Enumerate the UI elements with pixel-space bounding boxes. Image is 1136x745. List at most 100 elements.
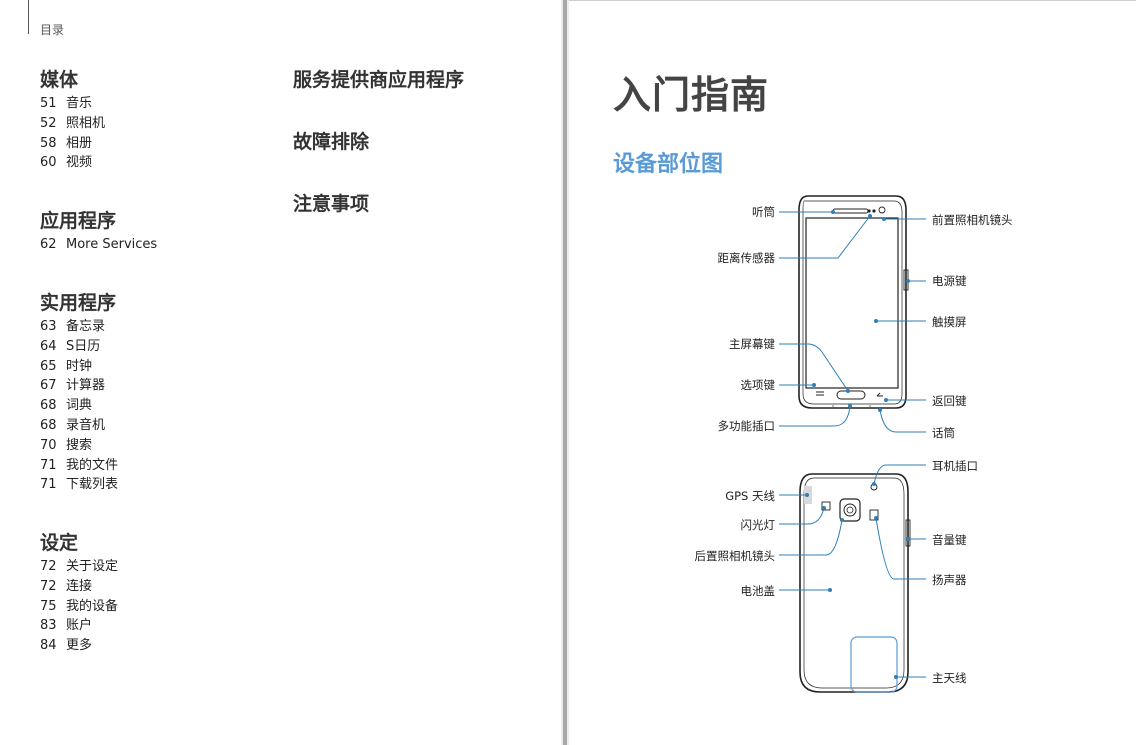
toc-entry-label: 备忘录	[66, 319, 106, 334]
label-home-key: 主屏幕键	[729, 337, 775, 351]
toc-entry-label: S日历	[66, 338, 101, 354]
label-gps-antenna: GPS 天线	[725, 489, 775, 503]
toc-entry-label: 账户	[66, 618, 93, 634]
label-multipurpose-jack: 多功能插口	[717, 419, 776, 433]
label-volume-key: 音量键	[932, 533, 967, 547]
toc-entry[interactable]: 71 我的文件	[40, 456, 118, 476]
toc-page-number: 72	[40, 559, 57, 574]
toc-page-number: 83	[40, 618, 57, 634]
front-callouts	[779, 211, 926, 433]
front-view-illustration	[798, 195, 909, 409]
toc-section-precautions: 注意事项	[293, 191, 369, 217]
toc-section-title[interactable]: 应用程序	[40, 210, 117, 232]
toc-entry[interactable]: 60 视频	[40, 153, 105, 173]
toc-entry-label: 连接	[66, 578, 93, 594]
toc-section-title[interactable]: 故障排除	[293, 131, 370, 153]
top-rule-right	[569, 0, 1136, 1]
section-title: 设备部位图	[613, 152, 724, 177]
toc-entry-label: More Services	[66, 237, 158, 252]
toc-entry[interactable]: 68 词典	[40, 396, 118, 416]
toc-page-number: 64	[40, 338, 57, 354]
label-touchscreen: 触摸屏	[932, 315, 967, 329]
toc-page-number: 62	[40, 237, 57, 252]
toc-page-number: 60	[40, 155, 57, 171]
toc-page-number: 70	[40, 437, 57, 453]
toc-page-number: 51	[40, 96, 57, 111]
toc-entry[interactable]: 75 我的设备	[40, 597, 118, 617]
toc-section-troubleshooting: 故障排除	[293, 129, 369, 155]
toc-section-provider-apps: 服务提供商应用程序	[293, 67, 464, 93]
toc-entry[interactable]: 51 音乐	[40, 94, 105, 114]
chapter-title: 入门指南	[613, 73, 770, 117]
label-menu-key: 选项键	[740, 378, 776, 392]
toc-entry-label: 音乐	[66, 96, 93, 111]
toc-section-title[interactable]: 媒体	[40, 69, 79, 91]
label-rear-camera: 后置照相机镜头	[694, 549, 776, 563]
toc-section-title[interactable]: 实用程序	[40, 292, 117, 314]
toc-entry-label: 词典	[66, 398, 93, 414]
toc-page-number: 84	[40, 638, 57, 654]
page-divider	[563, 0, 567, 745]
header-marker	[28, 0, 29, 34]
toc-list: 62 More Services	[40, 235, 157, 255]
toc-entry-label: 照相机	[66, 115, 106, 131]
toc-entry[interactable]: 65 时钟	[40, 357, 118, 377]
toc-entry[interactable]: 62 More Services	[40, 235, 157, 255]
front-callout-dots	[812, 210, 910, 412]
toc-entry[interactable]: 64 S日历	[40, 337, 118, 357]
toc-page-number: 71	[40, 477, 57, 493]
back-callouts	[779, 464, 926, 678]
toc-entry[interactable]: 72 关于设定	[40, 557, 118, 577]
toc-entry[interactable]: 84 更多	[40, 636, 118, 656]
toc-entry-label: 更多	[66, 638, 93, 654]
back-view-illustration	[799, 473, 911, 693]
toc-page-number: 58	[40, 135, 57, 151]
label-proximity-sensor: 距离传感器	[717, 251, 776, 265]
toc-entry[interactable]: 70 搜索	[40, 436, 118, 456]
label-battery-cover: 电池盖	[740, 584, 776, 598]
toc-page-number: 67	[40, 378, 57, 394]
label-front-camera: 前置照相机镜头	[932, 213, 1013, 227]
toc-section-title[interactable]: 服务提供商应用程序	[293, 69, 465, 91]
toc-entry[interactable]: 52 照相机	[40, 114, 105, 134]
label-headset-jack: 耳机插口	[932, 459, 978, 473]
toc-page-number: 52	[40, 115, 57, 131]
toc-page-number: 65	[40, 358, 57, 374]
toc-entry-label: 关于设定	[66, 559, 119, 574]
toc-list: 72 关于设定 72 连接 75 我的设备 83 账户 84 更多	[40, 557, 118, 656]
toc-entry[interactable]: 83 账户	[40, 616, 118, 636]
toc-page-number: 72	[40, 578, 57, 594]
label-power-key: 电源键	[932, 274, 967, 288]
toc-section-title[interactable]: 注意事项	[293, 193, 370, 215]
label-flash: 闪光灯	[740, 518, 776, 532]
label-microphone: 话筒	[932, 426, 955, 440]
toc-section-title[interactable]: 设定	[40, 532, 79, 554]
toc-page-number: 68	[40, 398, 57, 414]
toc-entry-label: 时钟	[66, 358, 93, 374]
label-main-antenna: 主天线	[932, 671, 967, 685]
toc-entry-label: 我的设备	[66, 598, 119, 614]
toc-entry-label: 搜索	[66, 437, 93, 453]
toc-entry[interactable]: 71 下载列表	[40, 475, 118, 495]
label-earpiece: 听筒	[752, 205, 775, 219]
toc-page-number: 68	[40, 417, 57, 433]
toc-entry-label: 我的文件	[66, 457, 119, 473]
toc-section-apps: 应用程序 62 More Services	[40, 208, 157, 255]
label-back-key: 返回键	[932, 394, 967, 408]
running-header: 目录	[40, 23, 65, 37]
toc-entry-label: 视频	[66, 155, 93, 171]
toc-entry-label: 下载列表	[66, 477, 119, 493]
toc-section-settings: 设定 72 关于设定 72 连接 75 我的设备 83 账户 84 更多	[40, 530, 118, 656]
toc-entry[interactable]: 72 连接	[40, 577, 118, 597]
toc-page-number: 75	[40, 598, 57, 614]
toc-page-number: 71	[40, 457, 57, 473]
